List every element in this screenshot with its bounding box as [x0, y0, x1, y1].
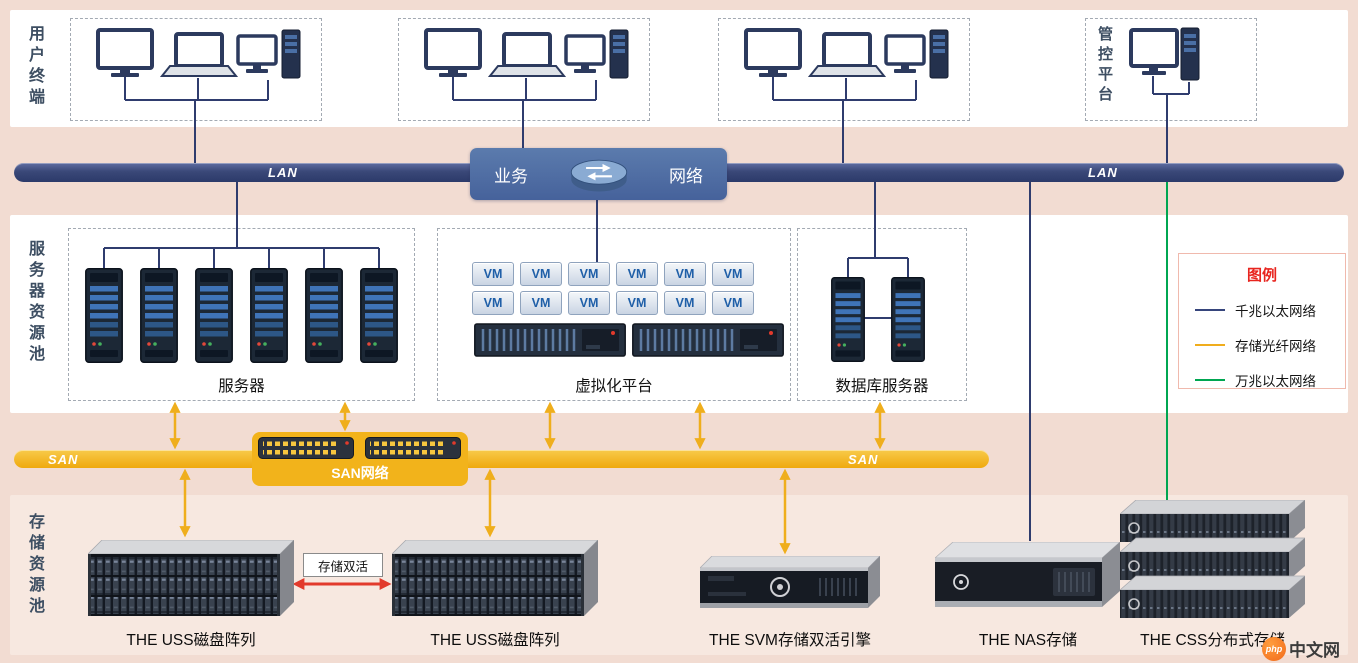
business-network-node: 业务 网络 [470, 148, 727, 200]
uss-right-label: THE USS磁盘阵列 [430, 632, 560, 649]
vm-box: VM [472, 262, 514, 286]
terminal-group-2-box [398, 18, 650, 121]
legend-label: 存储光纤网络 [1235, 339, 1316, 354]
management-terminal-icon [1129, 24, 1209, 119]
svm-engine-icon [700, 556, 880, 608]
vm-grid: VM VM VM VM VM VM VM VM VM VM VM VM [472, 262, 754, 315]
terminal-group-1-box [70, 18, 322, 121]
vm-box: VM [712, 262, 754, 286]
vm-box: VM [568, 291, 610, 315]
nas-storage-icon [935, 542, 1120, 607]
css-distributed-storage-icon [1120, 500, 1305, 618]
legend-label: 千兆以太网络 [1235, 304, 1316, 319]
legend-line-swatch [1195, 379, 1225, 381]
terminal-cluster-2-icon [398, 22, 648, 117]
legend-item: 万兆以太网络 [1195, 370, 1345, 390]
virtualization-group-label: 虚拟化平台 [575, 378, 653, 395]
san-switch-icon [365, 437, 461, 459]
legend-label: 万兆以太网络 [1235, 374, 1316, 389]
watermark: php 中文网 [1262, 636, 1340, 661]
database-group-label: 数据库服务器 [835, 378, 929, 395]
rack-server-icon [632, 321, 784, 359]
terminal-cluster-3-icon [718, 22, 968, 117]
san-label-left: SAN [48, 452, 79, 467]
user-terminal-band [10, 10, 1348, 127]
dual-active-label: 存储双活 [303, 553, 383, 577]
database-server-icon [889, 277, 927, 362]
php-logo-icon: php [1262, 636, 1286, 661]
legend: 图例 千兆以太网络 存储光纤网络 万兆以太网络 [1178, 253, 1346, 389]
san-network-label: SAN网络 [331, 465, 389, 481]
vm-box: VM [472, 291, 514, 315]
san-switch-group: SAN网络 [252, 432, 468, 486]
server-tower-icon [305, 268, 343, 363]
uss-disk-array-left-icon [88, 540, 294, 616]
servers-group-label: 服务器 [218, 378, 265, 395]
css-label: THE CSS分布式存储 [1140, 632, 1285, 649]
vm-box: VM [712, 291, 754, 315]
section-label-storage-pool: 存储资源池 [26, 513, 43, 618]
router-icon [562, 150, 636, 198]
lan-label-left: LAN [268, 165, 298, 180]
legend-item: 千兆以太网络 [1195, 300, 1345, 320]
server-tower-icon [195, 268, 233, 363]
server-tower-icon [140, 268, 178, 363]
vm-box: VM [616, 291, 658, 315]
server-tower-icon [85, 268, 123, 363]
legend-line-swatch [1195, 309, 1225, 311]
terminal-group-3-box [718, 18, 970, 121]
database-group-box: 数据库服务器 [797, 228, 967, 401]
management-label: 管控平台 [1096, 26, 1113, 106]
nas-label: THE NAS存储 [978, 632, 1078, 649]
management-box [1085, 18, 1257, 121]
san-switch-icon [258, 437, 354, 459]
svm-label: THE SVM存储双活引擎 [709, 632, 871, 649]
san-label-right: SAN [848, 452, 879, 467]
section-label-server-pool: 服务器资源池 [26, 240, 43, 366]
server-tower-icon [360, 268, 398, 363]
vm-box: VM [520, 262, 562, 286]
legend-title: 图例 [1246, 267, 1277, 284]
vm-box: VM [664, 262, 706, 286]
vm-box: VM [568, 262, 610, 286]
vm-box: VM [520, 291, 562, 315]
rack-server-icon [474, 321, 626, 359]
section-label-user-terminals: 用户终端 [26, 25, 43, 109]
database-server-icon [829, 277, 867, 362]
servers-group-box: 服务器 [68, 228, 415, 401]
vm-box: VM [664, 291, 706, 315]
network-label: 网络 [669, 166, 703, 186]
lan-label-right: LAN [1088, 165, 1118, 180]
uss-disk-array-right-icon [392, 540, 598, 616]
uss-left-label: THE USS磁盘阵列 [126, 632, 256, 649]
legend-item: 存储光纤网络 [1195, 335, 1345, 355]
terminal-cluster-1-icon [70, 22, 320, 117]
legend-line-swatch [1195, 344, 1225, 346]
san-bus [14, 450, 989, 468]
business-label: 业务 [494, 166, 528, 186]
vm-box: VM [616, 262, 658, 286]
virtualization-group-box: 虚拟化平台 [437, 228, 791, 401]
watermark-site-name: 中文网 [1289, 641, 1340, 660]
server-tower-icon [250, 268, 288, 363]
